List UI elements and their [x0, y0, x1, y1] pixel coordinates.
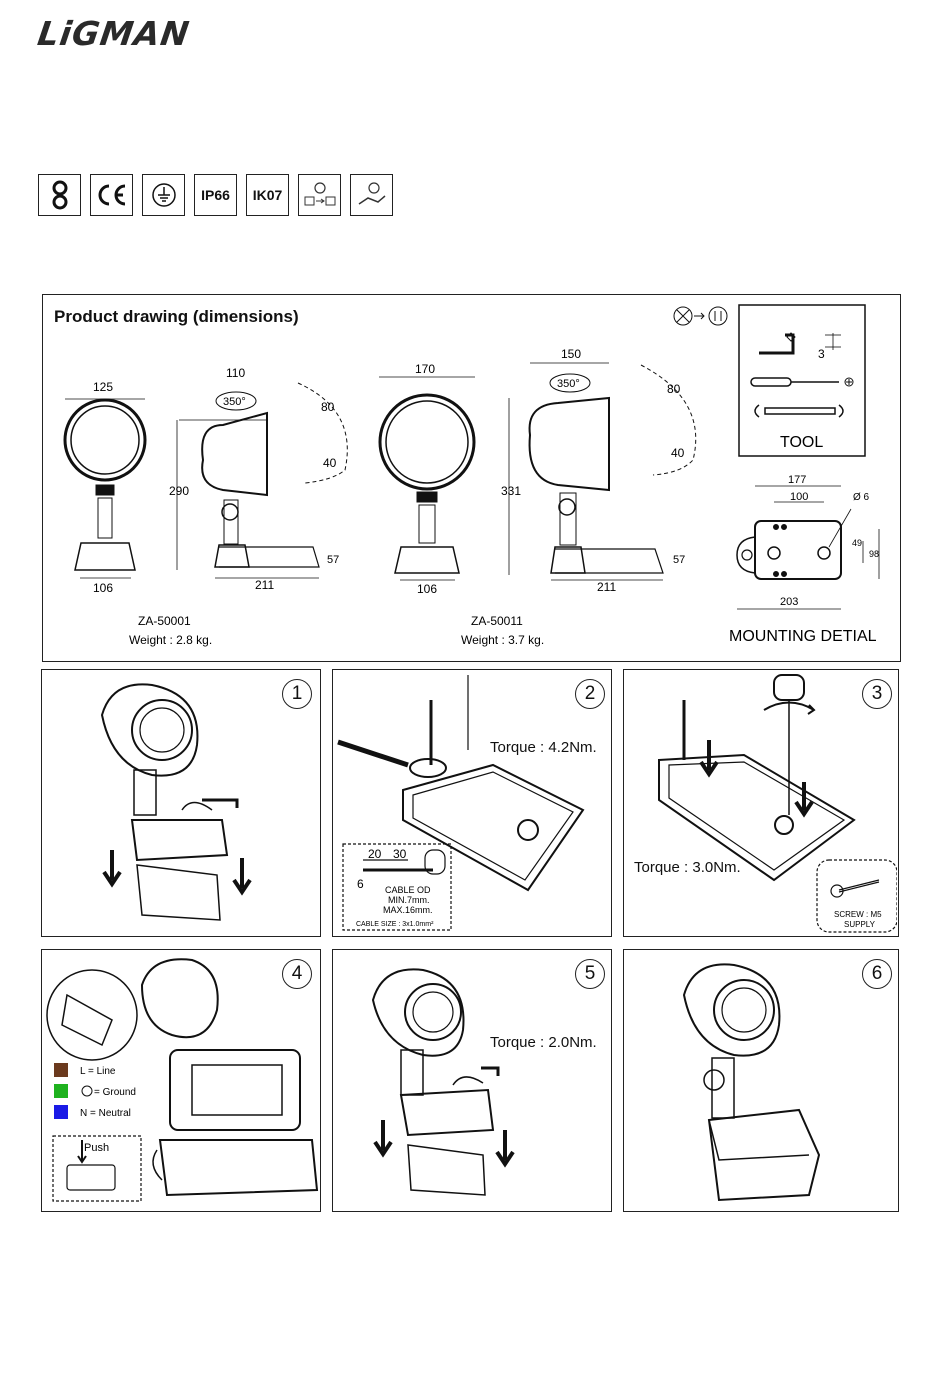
model-b-depth: 150 — [561, 347, 581, 361]
mounting-label: MOUNTING DETIAL — [729, 628, 877, 645]
cable-d2: 30 — [393, 847, 407, 861]
model-b-base-a: 106 — [417, 582, 437, 596]
step-6-panel: 6 — [623, 949, 899, 1212]
model-b-weight: Weight : 3.7 kg. — [461, 633, 544, 647]
cable-d3: 6 — [357, 877, 364, 891]
step-6-illustration — [682, 963, 821, 1202]
model-b-front-view — [378, 376, 476, 581]
panel-title: Product drawing (dimensions) — [54, 307, 299, 326]
earth-ground-icon — [142, 174, 185, 216]
cable-min: MIN.7mm. — [388, 895, 430, 905]
legend-ground: = Ground — [94, 1087, 136, 1098]
ground-symbol-icon — [81, 1085, 93, 1097]
model-b-base-h: 57 — [673, 554, 685, 566]
tool-hex-size: 3 — [818, 347, 825, 361]
mounting-d2: 100 — [790, 491, 808, 503]
step-5-panel: 5 Torque : 2.0Nm. — [332, 949, 612, 1212]
step-number: 5 — [575, 959, 605, 989]
dimension-drawings: 125 106 110 350° 290 80 40 57 211 ZA-500… — [63, 304, 880, 647]
model-a-base-a: 106 — [93, 581, 113, 595]
legend-line: L = Line — [80, 1066, 116, 1077]
model-a-weight: Weight : 2.8 kg. — [129, 633, 212, 647]
supply-label: SUPPLY — [844, 920, 876, 929]
model-a-front-view — [63, 398, 147, 579]
step-number: 2 — [575, 679, 605, 709]
step-5-illustration — [371, 968, 515, 1196]
model-b-code: ZA-50011 — [471, 614, 523, 628]
screw-label: SCREW : M5 — [834, 910, 882, 919]
ce-mark-icon — [90, 174, 133, 216]
model-a-tilt-high: 80 — [321, 400, 335, 414]
torque-label: Torque : 3.0Nm. — [634, 859, 741, 876]
torque-label: Torque : 4.2Nm. — [490, 739, 597, 756]
mounting-plate — [736, 485, 880, 610]
model-b-base-b: 211 — [597, 580, 616, 594]
model-a-tilt-low: 40 — [323, 456, 337, 470]
step-number: 6 — [862, 959, 892, 989]
model-b-rotation: 350° — [557, 378, 580, 390]
ip66-badge: IP66 — [194, 174, 237, 216]
cable-size: CABLE SIZE : 3x1.0mm² — [356, 921, 434, 928]
cable-od: CABLE OD — [385, 885, 431, 895]
mounting-d3: 203 — [780, 596, 798, 608]
ik07-badge: IK07 — [246, 174, 289, 216]
step-4-illustration: L = Line = Ground N = Neutral Push — [46, 958, 319, 1202]
step-3-panel: 3 Torque : 3.0Nm. SCREW : M5 SUPPLY — [623, 669, 899, 937]
model-a-side-view — [176, 382, 348, 579]
model-b-tilt-high: 80 — [667, 382, 681, 396]
cable-d1: 20 — [368, 847, 382, 861]
mounting-d1: 177 — [788, 474, 806, 486]
tool-box — [738, 304, 866, 457]
step-number: 4 — [282, 959, 312, 989]
hand-tool-icon — [350, 174, 393, 216]
legend-swatch-neutral — [54, 1105, 68, 1119]
torque-label: Torque : 2.0Nm. — [490, 1034, 597, 1051]
model-a-base-b: 211 — [255, 578, 274, 592]
model-a-code: ZA-50001 — [138, 614, 191, 628]
screwdriver-wrench-icon — [673, 306, 728, 326]
model-b-width: 170 — [415, 362, 435, 376]
model-b-side-view — [508, 362, 697, 581]
brand-logo: LiGMAN — [35, 14, 193, 53]
step-1-illustration — [100, 683, 252, 921]
class-ii-icon — [38, 174, 81, 216]
model-a-rotation: 350° — [223, 396, 246, 408]
step-2-panel: 2 Torque : 4.2Nm. 20 30 6 CABLE OD MIN.7… — [332, 669, 612, 937]
model-a-width: 125 — [93, 380, 113, 394]
mounting-d4: 49 — [852, 538, 862, 548]
mounting-hole: Ø 6 — [853, 492, 870, 503]
model-a-base-h: 57 — [327, 554, 339, 566]
product-drawing-panel: Product drawing (dimensions) 125 106 — [42, 294, 901, 662]
step-2-illustration: 20 30 6 CABLE OD MIN.7mm. MAX.16mm. CABL… — [337, 675, 585, 931]
step-number: 1 — [282, 679, 312, 709]
mounting-d5: 98 — [869, 549, 879, 559]
model-a-height: 290 — [169, 484, 189, 498]
model-b-height: 331 — [501, 484, 521, 498]
step-4-panel: 4 L = Line = Ground N = Neutral Push — [41, 949, 321, 1212]
model-b-tilt-low: 40 — [671, 446, 685, 460]
step-3-illustration: SCREW : M5 SUPPLY — [658, 674, 897, 933]
legend-neutral: N = Neutral — [80, 1108, 131, 1119]
legend-swatch-ground — [54, 1084, 68, 1098]
step-1-panel: 1 — [41, 669, 321, 937]
legend-swatch-line — [54, 1063, 68, 1077]
certification-icons: IP66 IK07 — [38, 174, 393, 216]
cable-max: MAX.16mm. — [383, 905, 433, 915]
push-label: Push — [84, 1142, 109, 1154]
lamp-replace-icon — [298, 174, 341, 216]
model-a-depth: 110 — [226, 366, 245, 380]
step-number: 3 — [862, 679, 892, 709]
tool-label: TOOL — [780, 434, 823, 451]
